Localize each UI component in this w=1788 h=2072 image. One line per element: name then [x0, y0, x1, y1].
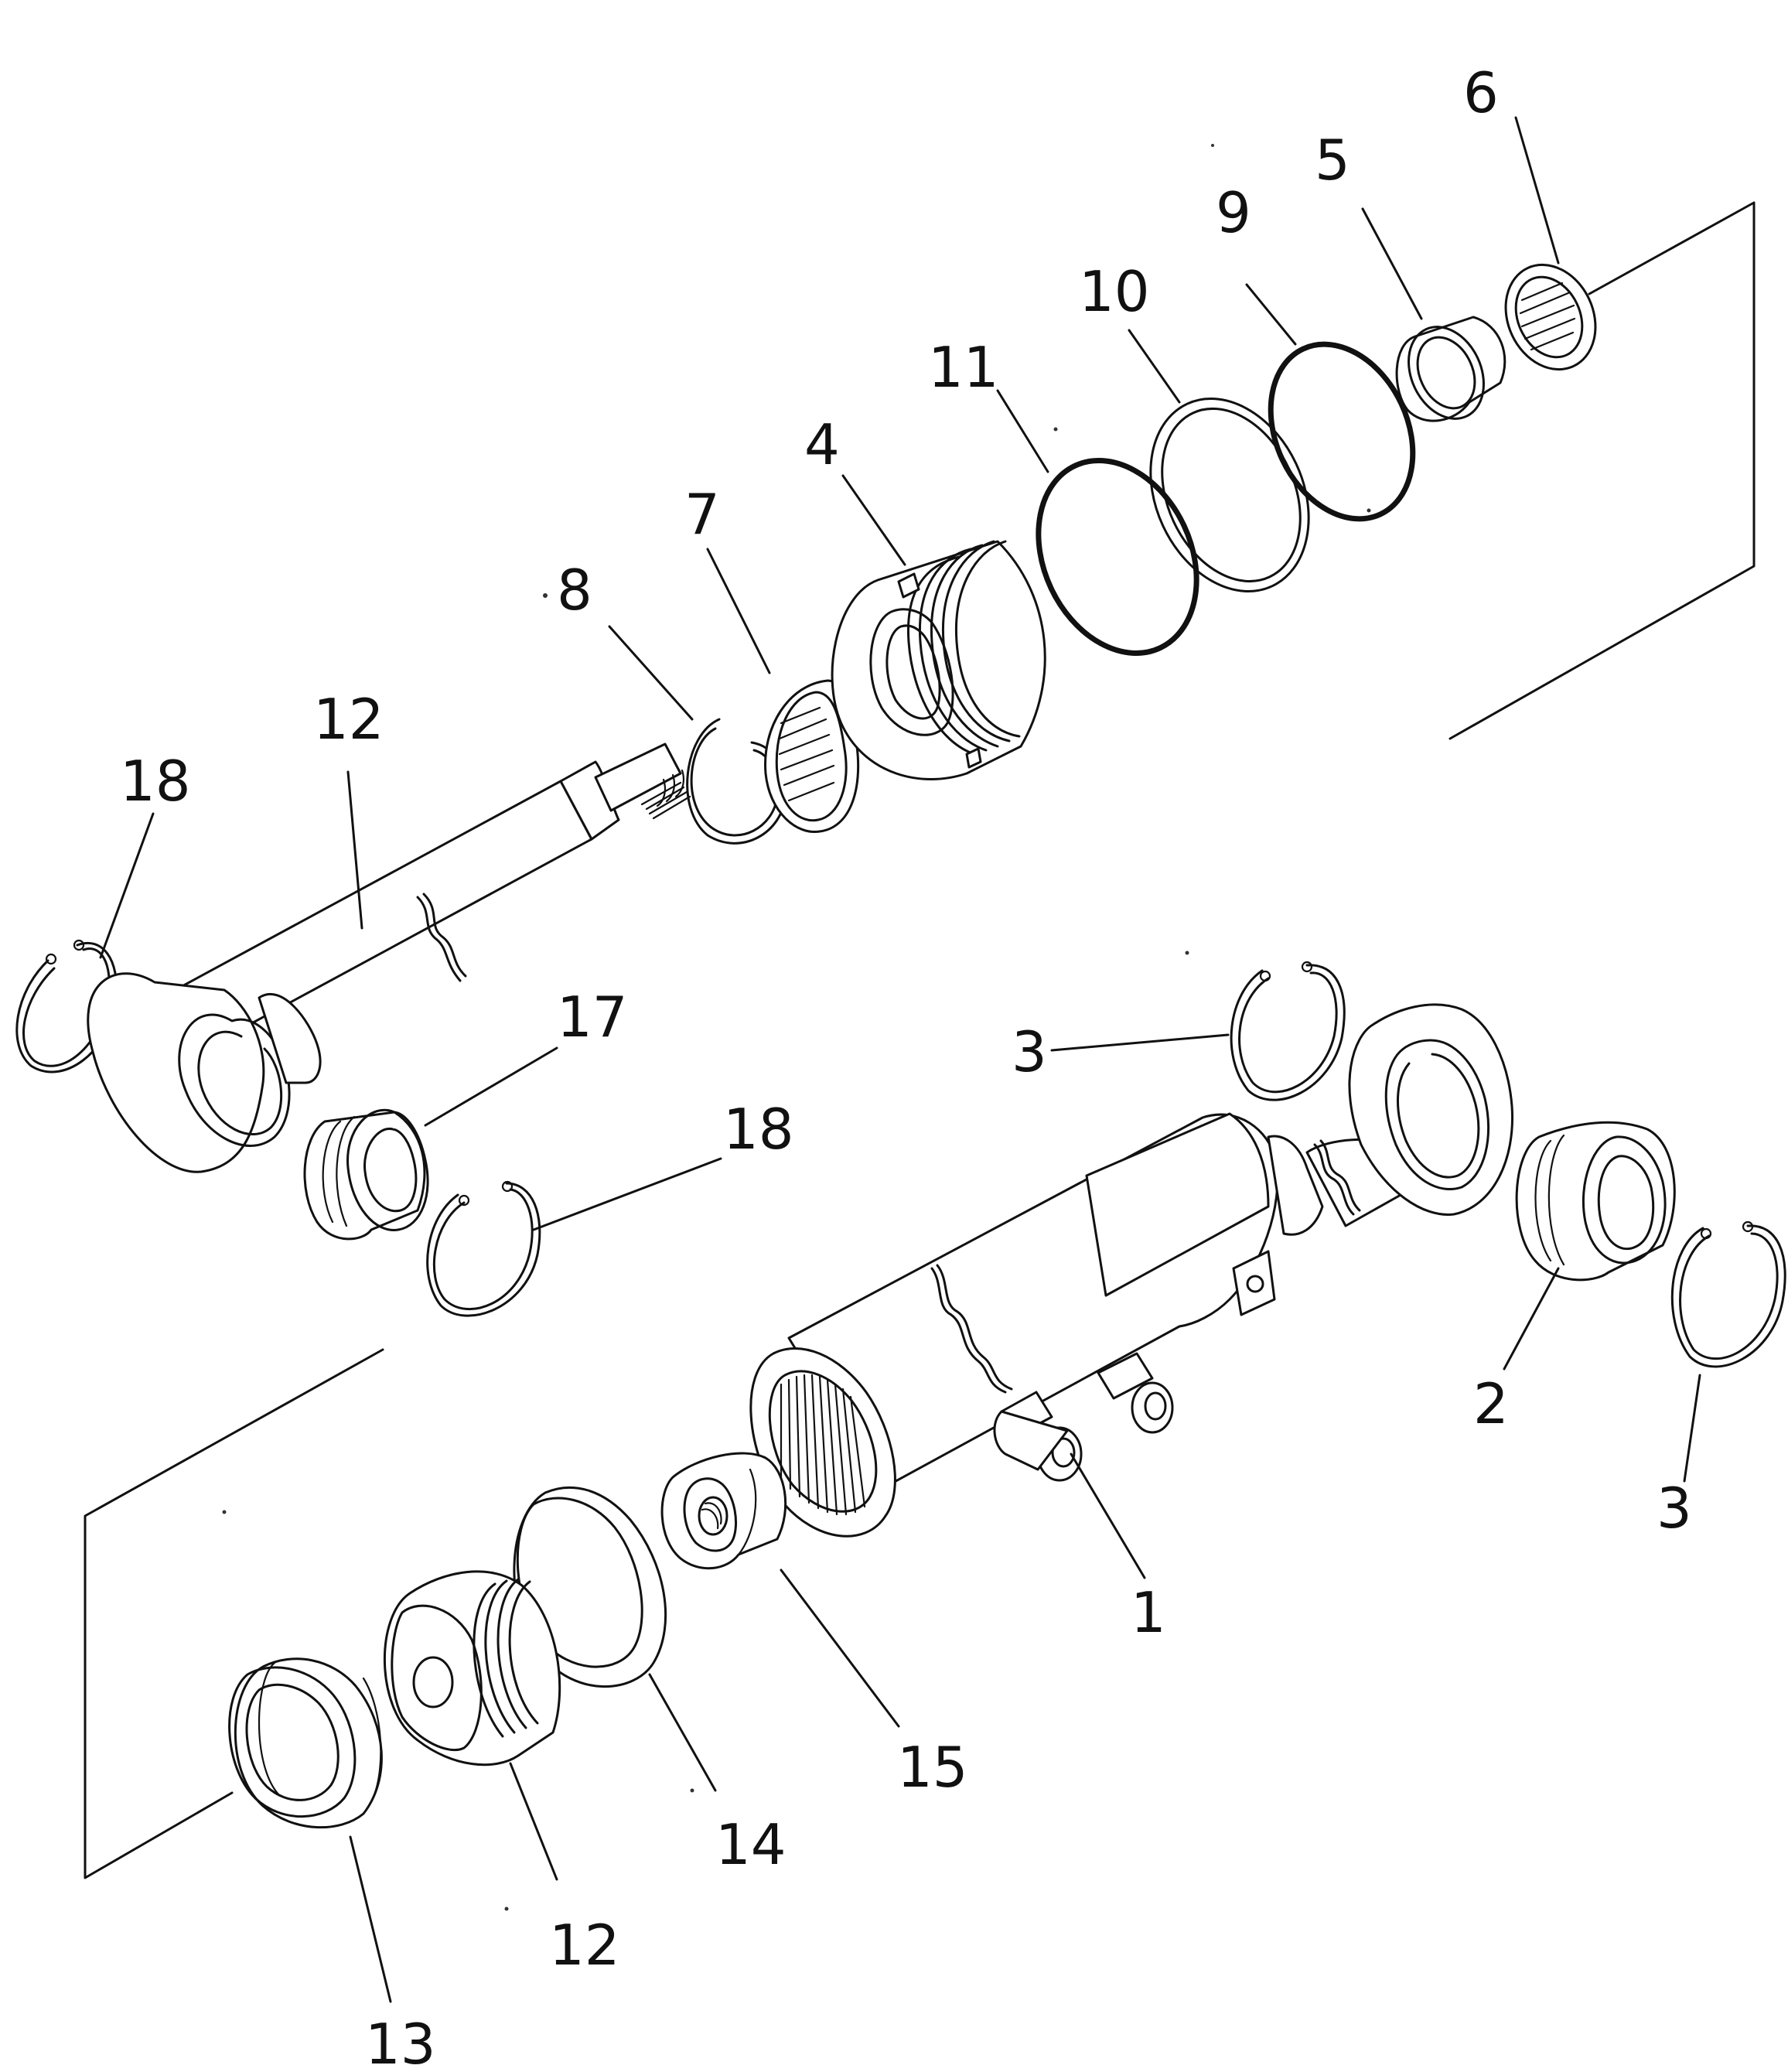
part-label-6: 6 [1463, 60, 1499, 125]
part-label-7: 7 [684, 482, 720, 547]
snap-ring-3-upper [1230, 961, 1346, 1101]
cylinder-head-4 [831, 540, 1046, 780]
part-label-1: 1 [1131, 1580, 1166, 1645]
part-label-11: 11 [928, 335, 999, 400]
part-label-4: 4 [804, 412, 840, 477]
bushing-17 [303, 1108, 429, 1241]
snap-ring-18-right [426, 1180, 541, 1317]
part-label-18-left: 18 [120, 749, 191, 814]
part-label-12: 12 [313, 687, 384, 752]
part-label-3-upper: 3 [1012, 1019, 1047, 1084]
part-label-14: 13 [365, 2012, 436, 2072]
snap-ring-18-left [15, 939, 118, 1074]
part-label-5: 5 [1315, 128, 1350, 193]
rod-thread [640, 769, 691, 820]
bushing-2 [1515, 1121, 1676, 1282]
upper-group-bracket [1448, 201, 1756, 740]
wear-ring-14 [228, 1657, 383, 1829]
o-ring-9 [1268, 341, 1416, 522]
bushing-5 [1395, 316, 1506, 422]
part-label-9: 9 [1216, 180, 1251, 245]
snap-ring-3-lower [1670, 1220, 1786, 1368]
part-label-8: 8 [557, 558, 592, 623]
part-label-16: 15 [897, 1735, 968, 1800]
lower-group-bracket [84, 1348, 384, 1879]
part-label-15: 14 [715, 1812, 787, 1877]
leader-lines [99, 116, 1701, 2003]
o-ring-11 [1036, 458, 1199, 656]
part-label-13: 12 [549, 1913, 620, 1978]
nut-16 [660, 1452, 787, 1570]
piston-rod-12 [87, 742, 691, 1173]
part-label-3-lower: 3 [1657, 1476, 1692, 1541]
scan-specks [222, 144, 1371, 1911]
part-number-labels: 6 5 9 10 11 4 7 8 12 18 17 18 3 2 3 1 15… [120, 60, 1692, 2072]
part-label-17: 17 [557, 985, 628, 1050]
part-label-18-right: 18 [723, 1097, 794, 1162]
piston-13 [384, 1570, 561, 1766]
part-label-2: 2 [1473, 1371, 1509, 1436]
part-label-10: 10 [1079, 259, 1150, 324]
bearing-6 [1504, 263, 1597, 371]
cylinder-tube-1 [749, 1003, 1514, 1538]
